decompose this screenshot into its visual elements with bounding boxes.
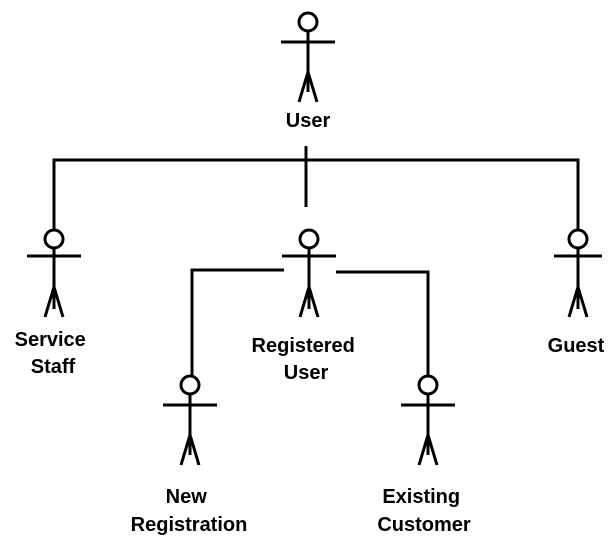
actor-existing-customer[interactable] <box>401 374 455 466</box>
actor-service-staff-label: Service Staff <box>15 329 92 378</box>
label-line: Customer <box>377 514 471 536</box>
actor-legs <box>298 281 320 318</box>
actor-legs <box>43 281 65 318</box>
actor-new-registration-label: New Registration <box>131 486 248 536</box>
actor-legs <box>417 429 439 466</box>
actor-head <box>417 374 439 396</box>
actor-head <box>298 228 320 250</box>
actor-guest-label: Guest <box>548 335 605 357</box>
actor-head <box>179 374 201 396</box>
actor-existing-customer-label: Existing Customer <box>377 486 471 536</box>
label-line: New <box>166 486 208 508</box>
actor-new-registration[interactable] <box>163 374 217 466</box>
actor-guest[interactable] <box>554 228 602 318</box>
actor-registered-user[interactable] <box>282 228 336 318</box>
label-line: Registration <box>131 514 248 536</box>
actor-head <box>297 11 319 33</box>
label-line: Staff <box>31 356 76 378</box>
label-line: User <box>284 362 329 384</box>
connector-registered-left <box>190 268 284 376</box>
actor-head <box>567 228 589 250</box>
registered-user-children-connector <box>190 268 430 376</box>
label-line: Service <box>15 329 86 351</box>
actor-user-label: User <box>286 110 331 132</box>
actor-head <box>43 228 65 250</box>
connector-user-bracket <box>52 158 580 230</box>
actor-legs <box>567 281 589 318</box>
actor-service-staff[interactable] <box>27 228 81 318</box>
actor-user[interactable] <box>281 11 335 103</box>
actor-registered-user-label: Registered User <box>252 335 361 384</box>
connector-registered-right <box>336 270 430 376</box>
user-children-connector <box>52 146 580 230</box>
label-line: Existing <box>382 486 460 508</box>
actor-legs <box>297 66 319 103</box>
actor-legs <box>179 429 201 466</box>
label-line: Registered <box>252 335 355 357</box>
